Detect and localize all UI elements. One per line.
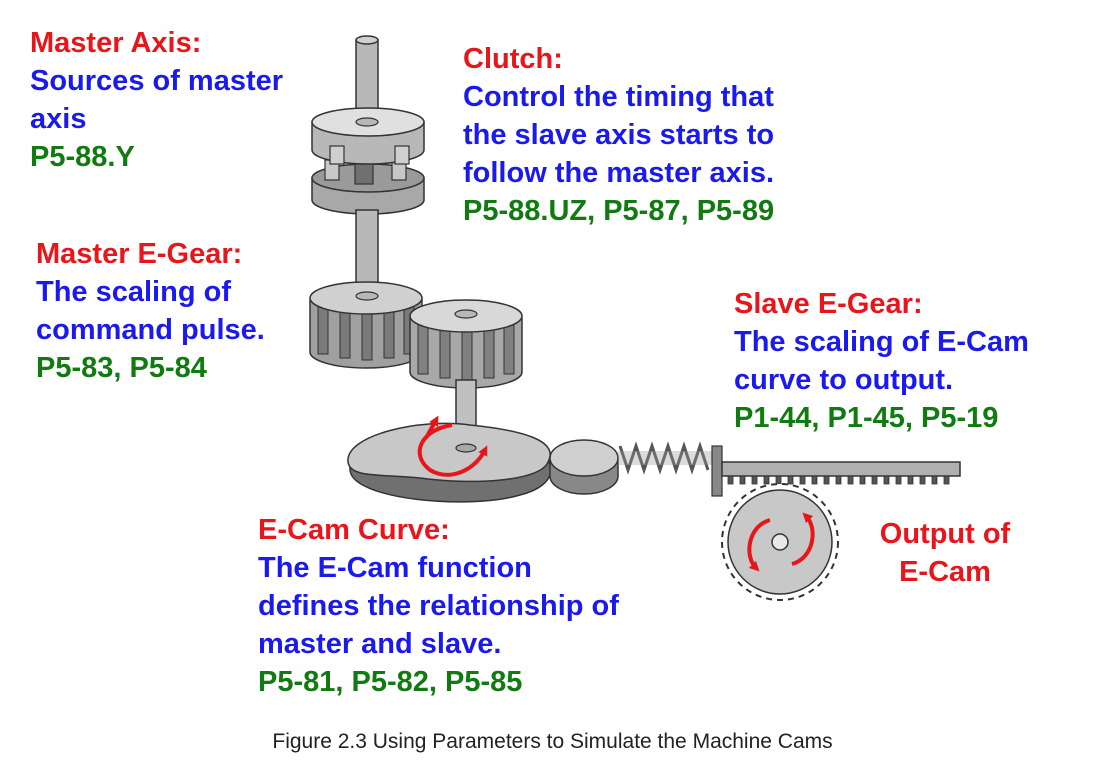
output-rotation-arrow-right bbox=[791, 512, 815, 566]
master-e-gear-title: Master E-Gear: bbox=[36, 238, 243, 270]
figure-caption: Figure 2.3 Using Parameters to Simulate … bbox=[272, 730, 833, 753]
e-cam-curve-description-line-3: master and slave. bbox=[258, 628, 502, 660]
master-axis-description-line-1: Sources of master bbox=[30, 65, 284, 97]
master-axis-title: Master Axis: bbox=[30, 27, 202, 59]
middle-shaft bbox=[355, 209, 379, 291]
master-e-gear bbox=[309, 281, 523, 389]
clutch-title: Clutch: bbox=[463, 43, 563, 75]
output-rotation-arrow-left bbox=[747, 518, 771, 572]
spring bbox=[618, 441, 715, 475]
master-e-gear-description-line-1: The scaling of bbox=[36, 276, 231, 308]
slave-e-gear-params: P1-44, P1-45, P5-19 bbox=[734, 402, 999, 434]
e-cam-curve-params: P5-81, P5-82, P5-85 bbox=[258, 666, 523, 698]
output-label-line-1: Output of bbox=[879, 518, 1011, 550]
slave-e-gear-label: Slave E-Gear: The scaling of E-Cam curve… bbox=[734, 285, 1029, 437]
cam-rotation-arrow-start bbox=[424, 415, 439, 439]
rack bbox=[721, 461, 961, 485]
master-shaft bbox=[355, 35, 379, 121]
e-cam-curve-title: E-Cam Curve: bbox=[258, 514, 450, 546]
clutch-description-line-3: follow the master axis. bbox=[463, 157, 775, 189]
master-axis-description-line-2: axis bbox=[30, 103, 87, 135]
output-label: Output of E-Cam bbox=[860, 515, 1030, 591]
master-axis-params: P5-88.Y bbox=[30, 141, 135, 173]
clutch-params: P5-88.UZ, P5-87, P5-89 bbox=[463, 195, 775, 227]
clutch-description-line-1: Control the timing that bbox=[463, 81, 774, 113]
clutch-label: Clutch: Control the timing that the slav… bbox=[463, 40, 774, 230]
master-axis-label: Master Axis: Sources of master axis P5-8… bbox=[30, 24, 283, 176]
slave-e-gear-title: Slave E-Gear: bbox=[734, 288, 923, 320]
e-cam-curve-description-line-2: defines the relationship of bbox=[258, 590, 619, 622]
clutch-mechanism bbox=[311, 107, 425, 215]
slave-e-gear-description-line-1: The scaling of E-Cam bbox=[734, 326, 1029, 358]
output-gear bbox=[721, 483, 839, 601]
rack-collar bbox=[711, 445, 723, 497]
slave-e-gear-description-line-2: curve to output. bbox=[734, 364, 954, 396]
e-cam-curve-label: E-Cam Curve: The E-Cam function defines … bbox=[258, 511, 619, 701]
e-cam-curve-description-line-1: The E-Cam function bbox=[258, 552, 532, 584]
e-cam-disc bbox=[347, 422, 552, 503]
clutch-description-line-2: the slave axis starts to bbox=[463, 119, 775, 151]
master-e-gear-description-line-2: command pulse. bbox=[36, 314, 265, 346]
master-e-gear-params: P5-83, P5-84 bbox=[36, 352, 207, 384]
master-e-gear-label: Master E-Gear: The scaling of command pu… bbox=[36, 235, 265, 387]
follower-roller bbox=[549, 439, 619, 495]
output-label-line-2: E-Cam bbox=[899, 556, 991, 588]
